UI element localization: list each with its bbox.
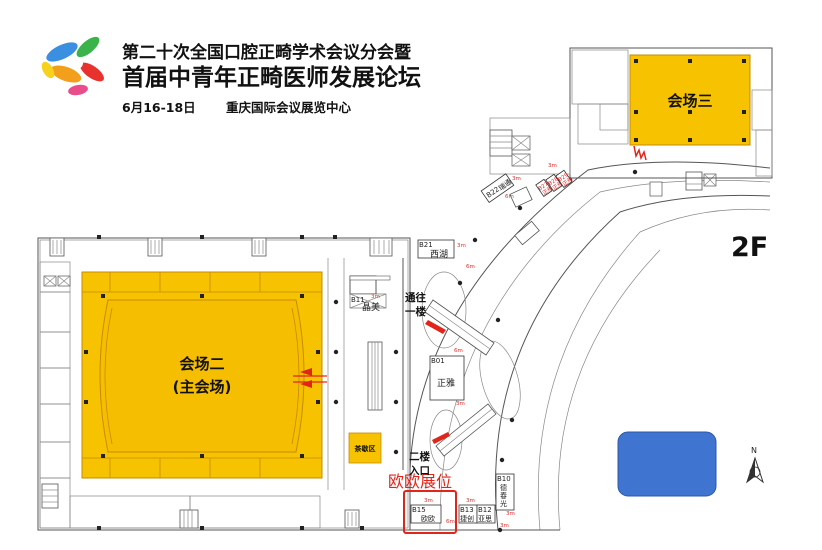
dim-b01-top: 6m	[454, 348, 463, 354]
booth-b13-code: B13	[460, 506, 474, 514]
tea-break-area[interactable]: 茶歇区	[348, 432, 382, 464]
booth-b11-name: 晶美	[362, 301, 380, 313]
corridor-curves	[409, 161, 771, 533]
floor-label: 2F	[731, 232, 768, 263]
booth-b27-code: B27	[538, 181, 551, 192]
booth-b12-code: B12	[478, 506, 492, 514]
second-floor-entry-line-2: 入口	[409, 465, 430, 477]
booth-b21-code: B21	[419, 241, 433, 249]
booth-b11-code: B11	[351, 296, 365, 304]
booth-b22[interactable]: B22 瑞通	[480, 173, 515, 204]
highlight-label: 欧欧展位	[388, 472, 452, 491]
compass-label: N	[751, 446, 757, 455]
booth-b10-name-3: 光	[500, 499, 507, 508]
tea-break-label: 茶歇区	[354, 444, 376, 453]
hall-3-title: 会场三	[667, 92, 712, 110]
booth-b10-name-1: 德	[500, 483, 507, 492]
north-compass-icon	[746, 456, 764, 484]
booth-b12[interactable]: B12 亚思	[476, 504, 496, 524]
dim-b01-bottom: 3m	[456, 401, 465, 407]
hall-3[interactable]	[629, 54, 751, 161]
dim-b10: 3m	[506, 511, 515, 517]
to-first-floor-line-2: 一楼	[405, 305, 426, 318]
dim-b28: 3m	[548, 163, 557, 169]
booth-b15-highlight-frame	[403, 490, 457, 534]
booth-b21-name: 西湖	[430, 249, 448, 260]
booth-b10-name-2: 春	[500, 491, 507, 500]
booth-b01-name: 正雅	[437, 377, 455, 389]
dim-b22-b: 6m	[505, 194, 514, 200]
booth-b01-code: B01	[431, 357, 445, 365]
hall-2-subtitle: (主会场)	[173, 378, 232, 396]
booth-b01[interactable]: B01 正雅	[429, 355, 465, 401]
to-first-floor-line-1: 通往	[405, 291, 426, 304]
booth-b13-name: 捷创	[460, 514, 474, 523]
title-line-2: 首届中青年正畸医师发展论坛	[122, 64, 421, 91]
hall-2-title: 会场二	[179, 355, 224, 373]
dim-b12: 3m	[500, 523, 509, 529]
dimension-labels: 3m 3m 6m 6m 3m 3m 6m 3m 3m 3m 3m 3m 6m	[371, 163, 557, 529]
event-date: 6月16-18日	[122, 100, 196, 115]
dim-b11: 3m	[371, 294, 380, 300]
hall-3-block	[489, 47, 773, 179]
dim-b15: 3m	[424, 498, 433, 504]
booth-b28-code: B28	[548, 176, 561, 187]
booth-b15[interactable]: B15 欧欧	[403, 490, 457, 534]
dim-b15-side: 6m	[446, 519, 455, 525]
booth-b11[interactable]: B11 晶美	[349, 275, 391, 313]
title-line-1: 第二十次全国口腔正畸学术会议分会暨	[122, 42, 411, 63]
booth-b29-code: B29	[558, 172, 571, 183]
booth-b13[interactable]: B13 捷创	[458, 504, 478, 524]
dim-corridor-1: 6m	[466, 264, 475, 270]
booth-b15-name: 欧欧	[421, 514, 435, 523]
hall-2-main[interactable]	[81, 271, 327, 479]
second-floor-entry-line-1: 二楼	[409, 450, 430, 463]
booth-b12-name: 亚思	[478, 515, 492, 523]
booth-b10[interactable]: B10 德 春 光	[495, 473, 515, 511]
booth-b21[interactable]: B21 西湖	[417, 239, 455, 260]
event-venue: 重庆国际会议展览中心	[226, 100, 352, 115]
booth-b10-code: B10	[497, 475, 511, 483]
dim-b13: 3m	[466, 498, 475, 504]
booth-b15-code: B15	[412, 506, 426, 514]
dim-b22: 3m	[512, 176, 521, 182]
event-logo	[41, 36, 104, 96]
dim-b21: 3m	[457, 243, 466, 249]
blue-zone[interactable]	[617, 431, 717, 497]
building-outline	[37, 235, 411, 531]
